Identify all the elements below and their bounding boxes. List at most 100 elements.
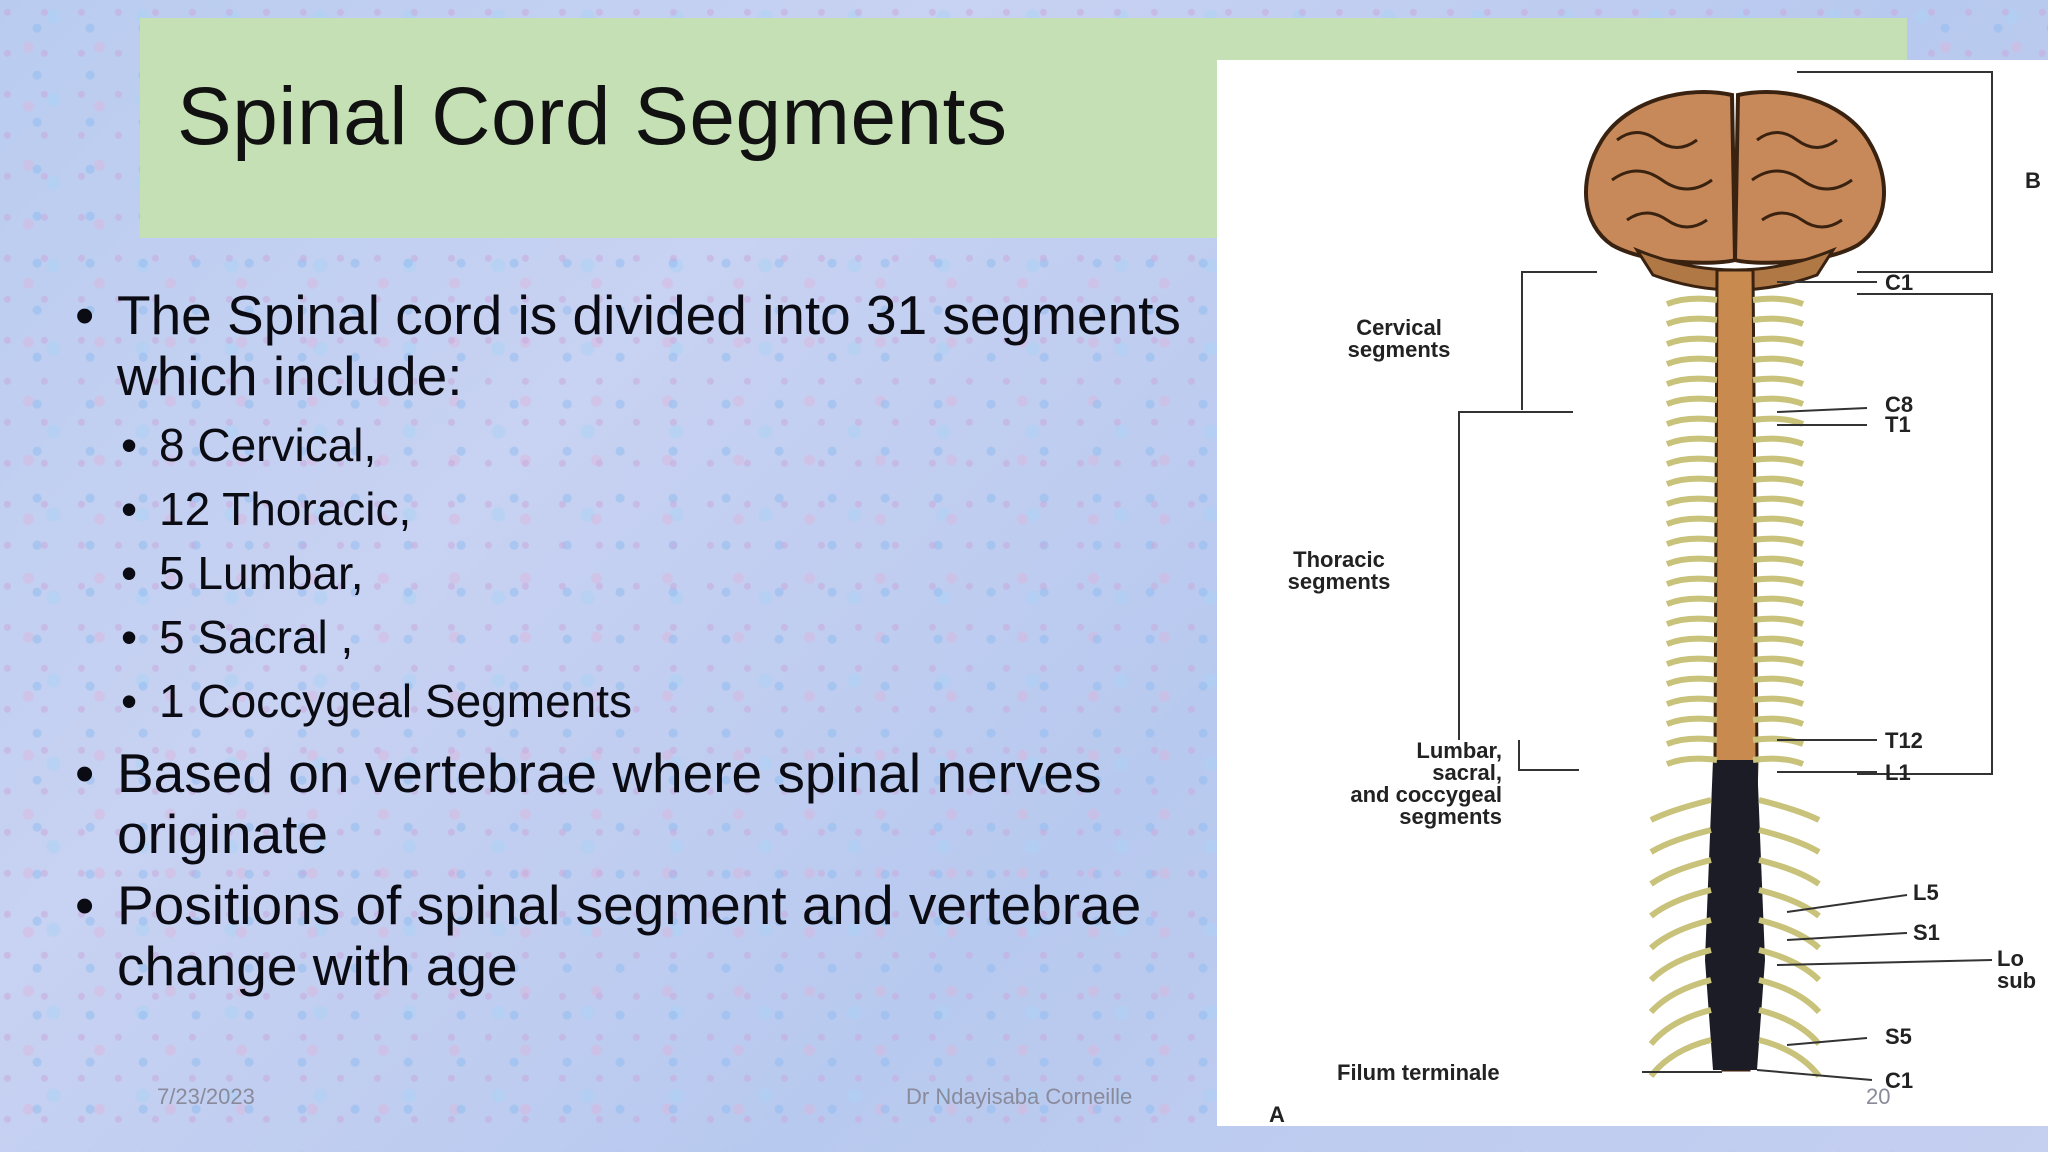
- nerve-root-left: [1665, 515, 1718, 527]
- sub-bullet-item: 1 Coccygeal Segments: [121, 669, 1185, 733]
- level-label-c1: C1: [1885, 270, 1913, 295]
- sub-bullet-list: 8 Cervical, 12 Thoracic, 5 Lumbar, 5 Sac…: [117, 413, 1185, 733]
- nerve-root-right: [1752, 535, 1805, 547]
- nerve-root-right: [1752, 715, 1805, 727]
- nerve-root-right: [1752, 295, 1805, 307]
- nerve-root-left: [1665, 675, 1718, 687]
- cauda-root-left: [1649, 797, 1712, 823]
- bullet-list: The Spinal cord is divided into 31 segme…: [75, 285, 1185, 1007]
- nerve-root-left: [1665, 715, 1718, 727]
- nerve-root-left: [1665, 695, 1718, 707]
- bullet-text: Based on vertebrae where spinal nerves o…: [117, 742, 1102, 865]
- cauda-root-left: [1649, 827, 1712, 855]
- nerve-root-right: [1752, 695, 1805, 707]
- nerve-root-left: [1665, 295, 1718, 307]
- cauda-root-right: [1758, 1007, 1822, 1046]
- level-label-s1: S1: [1913, 920, 1940, 945]
- lumbar-label-line3: and coccygeal: [1350, 782, 1502, 807]
- footer-page-number: 20: [1866, 1084, 1891, 1109]
- cervical-label-line2: segments: [1348, 337, 1451, 362]
- level-label-t12: T12: [1885, 728, 1923, 753]
- nerve-root-left: [1665, 635, 1718, 647]
- cauda-root-right: [1758, 947, 1822, 983]
- nerve-root-left: [1665, 435, 1718, 447]
- sub-bullet-item: 5 Lumbar,: [121, 541, 1185, 605]
- cauda-root-left: [1649, 857, 1712, 887]
- level-label-s5: S5: [1885, 1024, 1912, 1049]
- cauda-root-right: [1758, 977, 1822, 1015]
- thoracic-label-line2: segments: [1288, 569, 1391, 594]
- level-label-t1: T1: [1885, 412, 1911, 437]
- nerve-root-right: [1752, 475, 1805, 487]
- nerve-root-left: [1665, 415, 1718, 427]
- nerve-root-left: [1665, 455, 1718, 467]
- nerve-root-right: [1752, 755, 1805, 767]
- bullet-item: The Spinal cord is divided into 31 segme…: [75, 284, 1185, 734]
- cauda-root-left: [1648, 1037, 1712, 1078]
- nerve-root-right: [1752, 655, 1805, 667]
- nerve-root-right: [1752, 575, 1805, 587]
- brain-illustration: [1584, 90, 1886, 292]
- nerve-root-left: [1665, 555, 1718, 567]
- slide-title: Spinal Cord Segments: [177, 71, 1008, 162]
- nerve-root-right: [1752, 355, 1805, 367]
- spinal-cord-illustration: [1648, 268, 1822, 1078]
- cauda-root-left: [1648, 1007, 1712, 1046]
- nerve-root-left: [1665, 575, 1718, 587]
- sub-bullet-item: 5 Sacral ,: [121, 605, 1185, 669]
- cauda-root-left: [1648, 947, 1712, 983]
- thoracic-label-line1: Thoracic: [1293, 547, 1385, 572]
- nerve-root-right: [1752, 455, 1805, 467]
- nerve-root-left: [1665, 315, 1718, 327]
- nerve-root-right: [1752, 515, 1805, 527]
- cauda-root-right: [1758, 827, 1821, 855]
- nerve-root-right: [1752, 375, 1805, 387]
- cauda-root-left: [1649, 887, 1712, 919]
- bullet-text: The Spinal cord is divided into 31 segme…: [117, 284, 1181, 407]
- spinal-cord-figure: Cervical segments Thoracic segments Lumb…: [1217, 60, 2048, 1126]
- lumbar-label-line4: segments: [1399, 804, 1502, 829]
- edge-label-lo: Lo: [1997, 946, 2024, 971]
- edge-label-sub: sub: [1997, 968, 2036, 993]
- nerve-root-left: [1665, 595, 1718, 607]
- filum-label: Filum terminale: [1337, 1060, 1500, 1085]
- cauda-root-left: [1648, 917, 1712, 951]
- level-ticks: [1642, 281, 1993, 1081]
- level-label-l5: L5: [1913, 880, 1939, 905]
- nerve-root-right: [1752, 635, 1805, 647]
- nerve-root-right: [1752, 415, 1805, 427]
- lumbar-label-line1: Lumbar,: [1416, 738, 1502, 763]
- nerve-root-left: [1665, 655, 1718, 667]
- nerve-root-right: [1752, 335, 1805, 347]
- level-label-c8: C8: [1885, 392, 1913, 417]
- lumbar-label-line2: sacral,: [1432, 760, 1502, 785]
- footer-date: 7/23/2023: [157, 1084, 255, 1109]
- bullet-item: Based on vertebrae where spinal nerves o…: [75, 743, 1185, 865]
- cauda-root-right: [1758, 857, 1821, 887]
- sub-bullet-item: 12 Thoracic,: [121, 477, 1185, 541]
- nerve-root-right: [1752, 555, 1805, 567]
- panel-label: A: [1269, 1102, 1285, 1126]
- nerve-root-left: [1665, 495, 1718, 507]
- bullet-item: Positions of spinal segment and vertebra…: [75, 875, 1185, 997]
- cauda-root-right: [1758, 887, 1821, 919]
- cauda-root-right: [1758, 797, 1821, 823]
- cauda-root-left: [1648, 977, 1712, 1015]
- level-label-l1: L1: [1885, 760, 1911, 785]
- cauda-root-right: [1758, 917, 1822, 951]
- cervical-label-line1: Cervical: [1356, 315, 1442, 340]
- nerve-root-right: [1752, 675, 1805, 687]
- nerve-root-right: [1752, 595, 1805, 607]
- footer-author: Dr Ndayisaba Corneille: [906, 1084, 1133, 1109]
- nerve-root-left: [1665, 395, 1718, 407]
- nerve-root-left: [1665, 535, 1718, 547]
- nerve-root-left: [1665, 615, 1718, 627]
- edge-label-b: B: [2025, 168, 2041, 193]
- nerve-root-left: [1665, 355, 1718, 367]
- nerve-root-left: [1665, 755, 1718, 767]
- nerve-root-right: [1752, 395, 1805, 407]
- nerve-root-left: [1665, 375, 1718, 387]
- nerve-root-left: [1665, 475, 1718, 487]
- nerve-root-right: [1752, 435, 1805, 447]
- nerve-root-right: [1752, 615, 1805, 627]
